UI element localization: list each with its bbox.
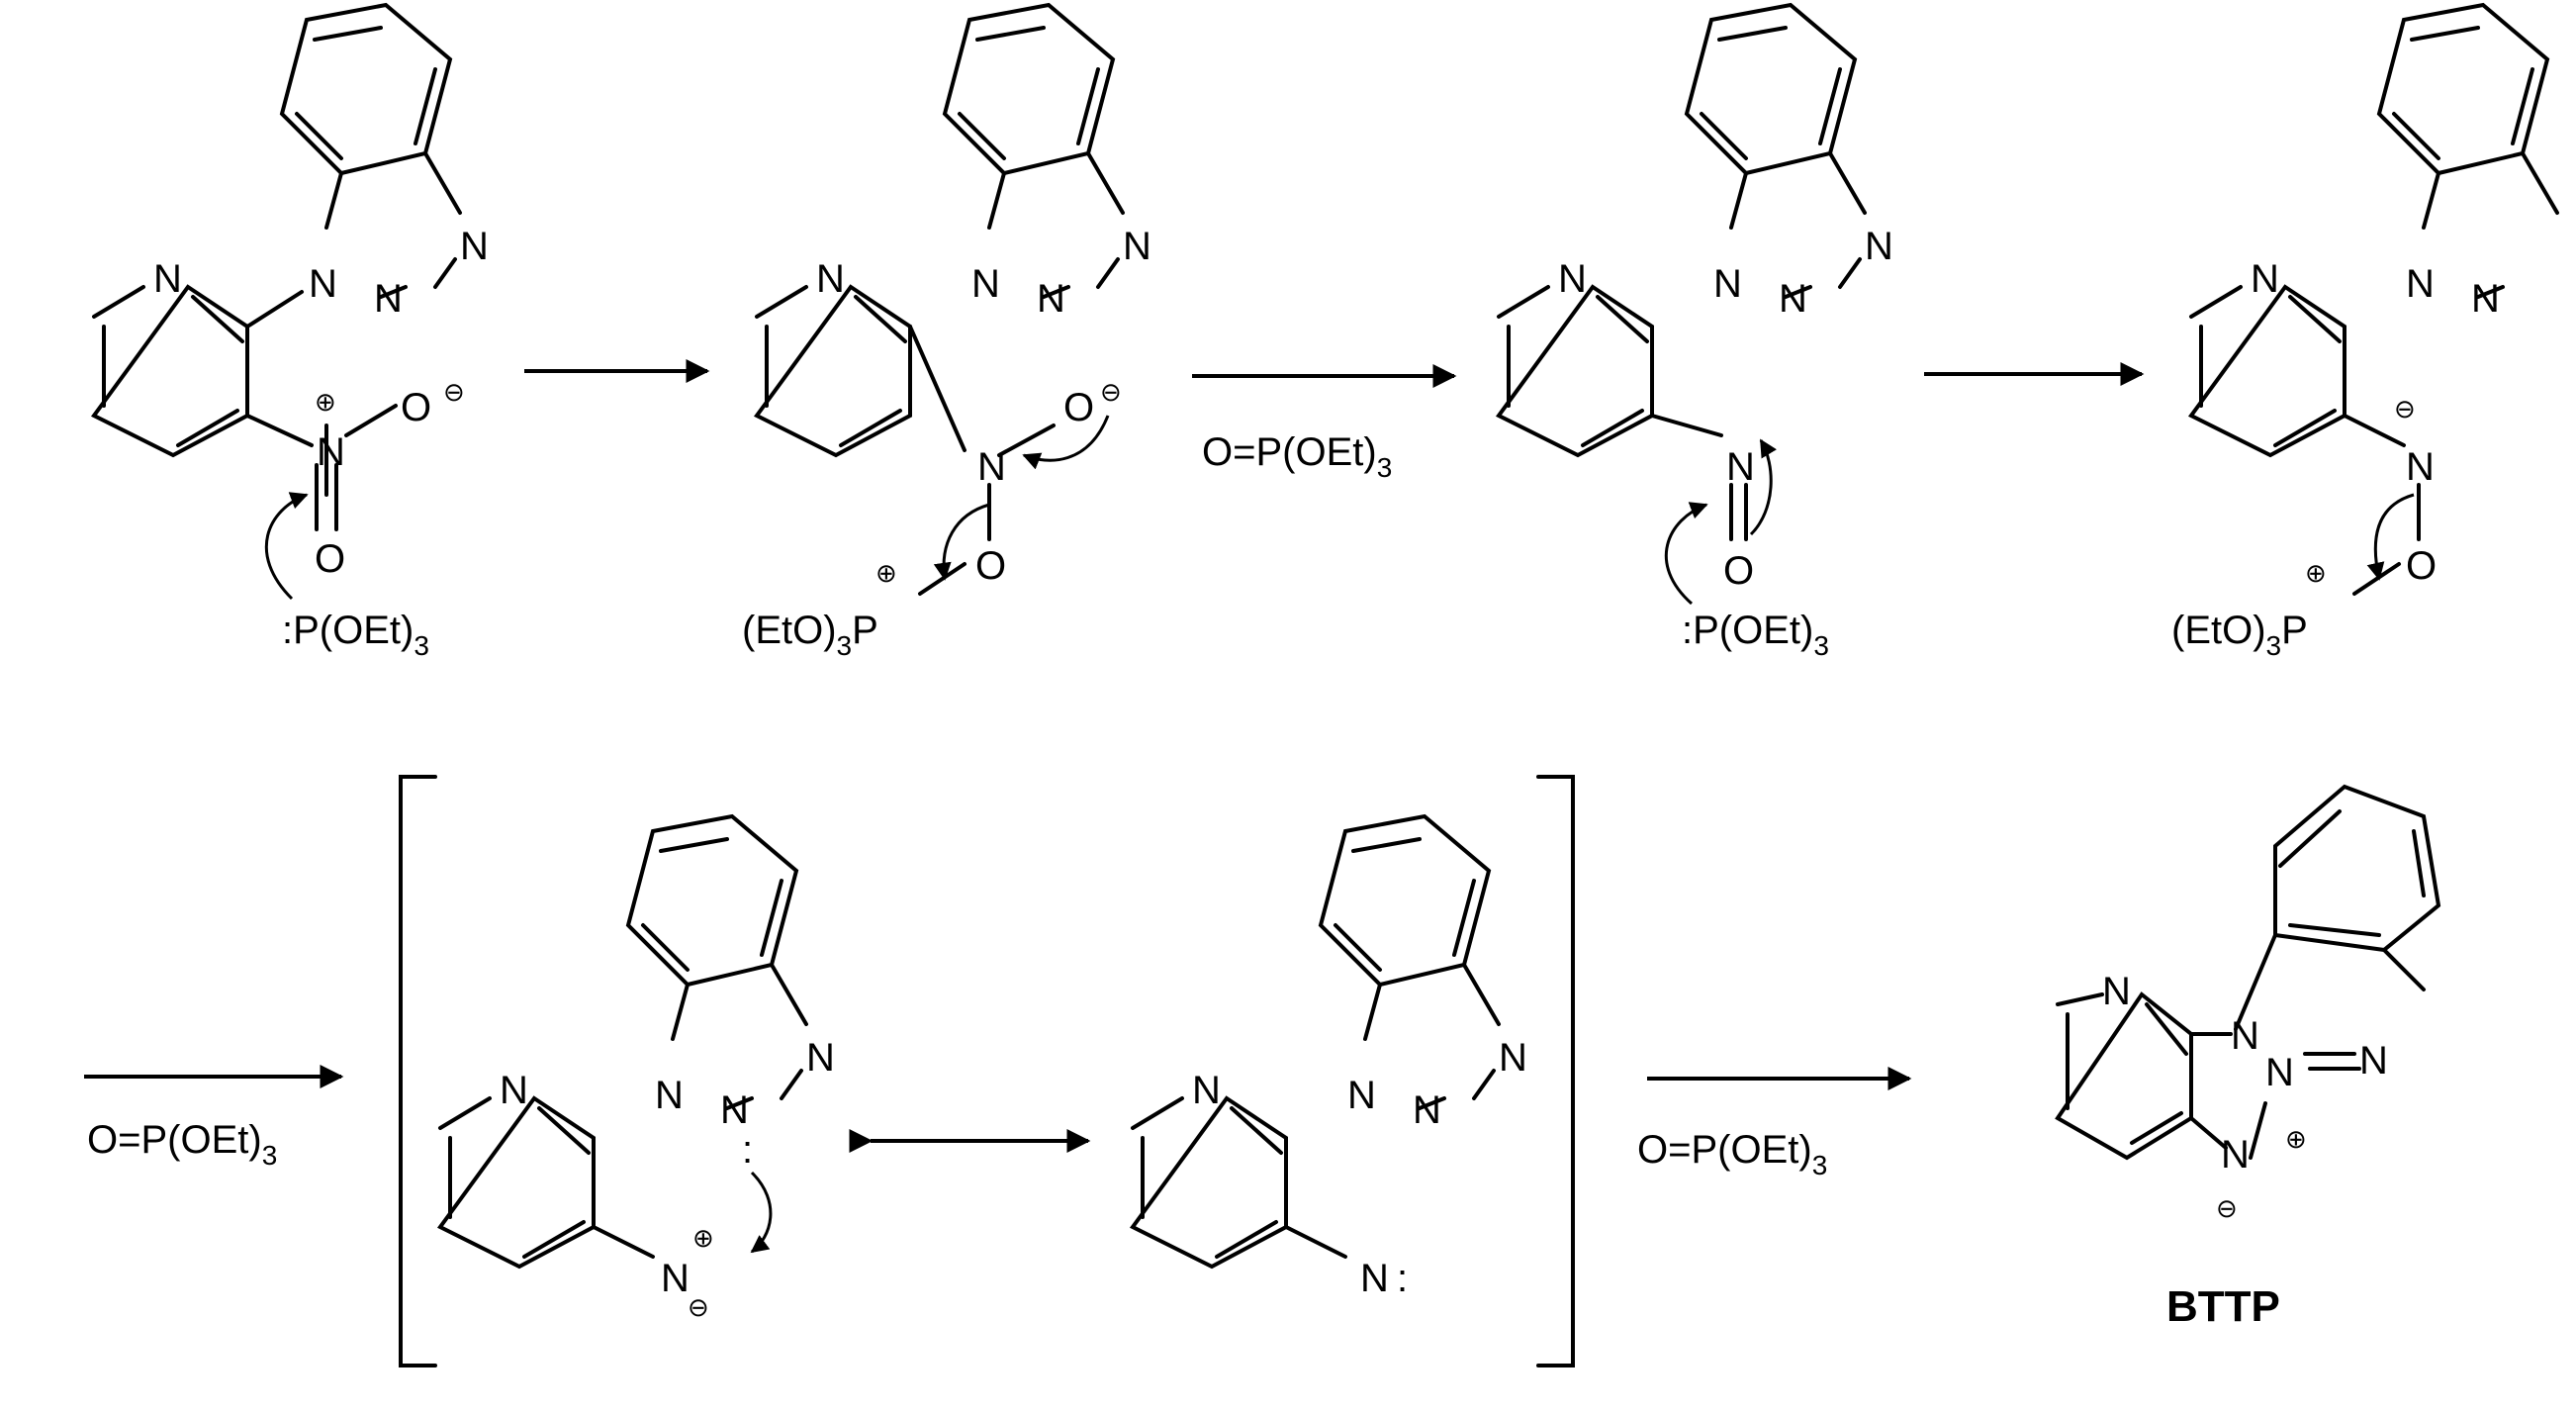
minus-charge: ⊖ [1100, 377, 1122, 407]
lone-pair: : [742, 1128, 753, 1172]
atom-n: N [971, 262, 1000, 306]
atom-n: N [2102, 970, 2131, 1013]
minus-charge: ⊖ [2216, 1193, 2238, 1223]
phosphonium-label: (EtO)3P [742, 609, 878, 661]
atom-n: N [309, 262, 337, 306]
plus-charge: ⊕ [875, 558, 897, 588]
atom-n: N [1123, 225, 1151, 268]
lone-pair: : [1397, 1257, 1408, 1300]
atom-n: N [1865, 225, 1893, 268]
bracket-left [399, 775, 437, 1367]
molecule-nitro-start: N N N N N O O ⊕ ⊖ :P(OEt)3 [90, 2, 489, 661]
minus-charge: ⊖ [443, 377, 465, 407]
atom-n: N [2406, 445, 2435, 489]
molecule-nitroso: N N N N N O :P(OEt)3 [1495, 2, 1893, 661]
phosphonium-label: (EtO)3P [2171, 609, 2308, 661]
atom-o: O [1063, 386, 1094, 429]
molecule-bttp-product: N N N N N ⊕ ⊖ BTTP [2055, 784, 2441, 1331]
atom-n: N [655, 1074, 684, 1117]
atom-n: N [2359, 1039, 2388, 1083]
atom-n: N [2265, 1051, 2294, 1094]
bracket-right [1536, 775, 1575, 1367]
molecule-nitrene-a: N N N N N ⊕ ⊖ : [436, 813, 835, 1322]
atom-n: N [661, 1257, 690, 1300]
atom-n: N [2406, 262, 2435, 306]
phosphate-label: O=P(OEt)3 [1637, 1128, 1827, 1180]
atom-o: O [1723, 549, 1754, 593]
plus-charge: ⊕ [692, 1223, 714, 1253]
atom-n: N [1726, 445, 1755, 489]
atom-n: N [1558, 257, 1587, 301]
molecule-intermediate-2: N N N N N O O ⊖ ⊕ (EtO)3P [742, 2, 1151, 661]
atom-n: N [317, 430, 345, 474]
atom-n: N [1713, 262, 1742, 306]
atom-n: N [2231, 1014, 2259, 1058]
atom-n: N [1360, 1257, 1389, 1300]
phosphate-label: O=P(OEt)3 [87, 1118, 277, 1171]
atom-n: N [1779, 277, 1807, 321]
plus-charge: ⊕ [2305, 558, 2327, 588]
atom-n: N [374, 277, 403, 321]
atom-o: O [975, 544, 1006, 588]
atom-n: N [500, 1069, 528, 1112]
atom-n: N [1037, 277, 1065, 321]
phosphite-label: :P(OEt)3 [1682, 609, 1829, 661]
product-label: BTTP [2166, 1282, 2280, 1331]
atom-n: N [1192, 1069, 1221, 1112]
atom-o: O [315, 537, 345, 581]
atom-n: N [1413, 1088, 1441, 1132]
phosphate-label: O=P(OEt)3 [1202, 430, 1392, 483]
atom-n: N [1499, 1036, 1527, 1080]
atom-n: N [1347, 1074, 1376, 1117]
minus-charge: ⊖ [2394, 394, 2416, 424]
atom-n: N [720, 1088, 749, 1132]
plus-charge: ⊕ [315, 387, 336, 417]
molecule-nitrene-b: N N N N N : [1129, 813, 1527, 1300]
atom-o: O [2406, 544, 2437, 588]
atom-n: N [460, 225, 489, 268]
phosphite-label: :P(OEt)3 [282, 609, 429, 661]
atom-n: N [153, 257, 182, 301]
atom-n: N [806, 1036, 835, 1080]
atom-n: N [2251, 257, 2279, 301]
minus-charge: ⊖ [688, 1292, 709, 1322]
atom-o: O [401, 386, 431, 429]
atom-n: N [2471, 277, 2500, 321]
atom-n: N [977, 445, 1006, 489]
atom-n: N [2221, 1133, 2250, 1177]
plus-charge: ⊕ [2285, 1124, 2307, 1154]
molecule-intermediate-4: N N N N O ⊖ ⊕ (EtO)3P [2171, 2, 2559, 661]
atom-n: N [816, 257, 845, 301]
